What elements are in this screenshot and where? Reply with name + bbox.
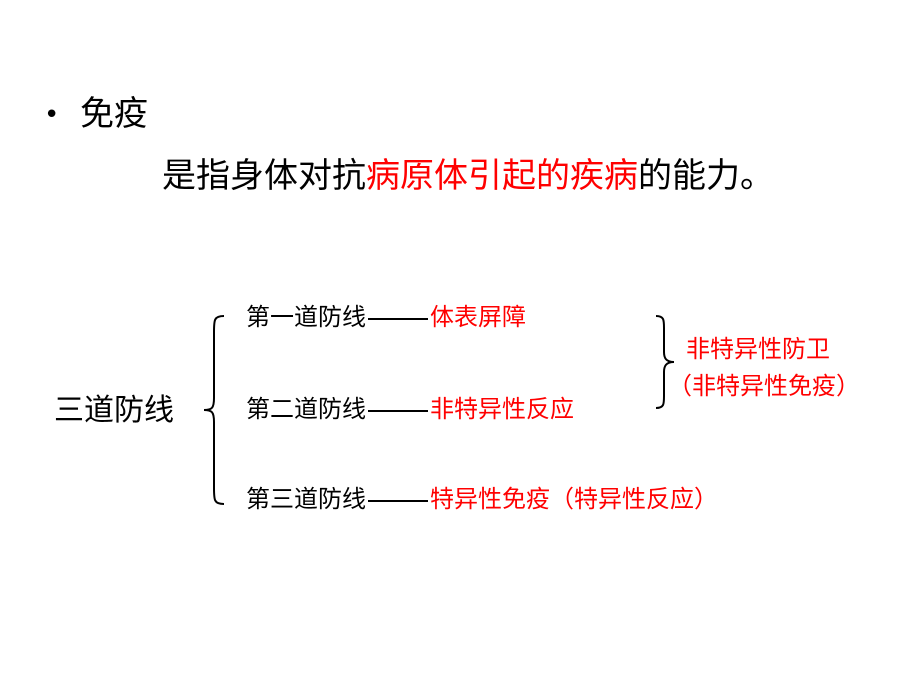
first-line-row: 第一道防线 体表屏障: [246, 300, 526, 334]
dash-connector: [368, 410, 428, 412]
definition-prefix: 是指身体对抗: [162, 156, 366, 196]
first-line-desc: 体表屏障: [430, 303, 526, 331]
third-line-name: 第三道防线: [246, 485, 366, 513]
second-line-row: 第二道防线 非特异性反应: [246, 392, 574, 426]
definition-suffix: 的能力。: [638, 156, 774, 196]
non-specific-immunity-label: （非特异性免疫）: [668, 372, 860, 400]
topic-title: 免疫: [80, 94, 148, 134]
three-lines-label: 三道防线: [54, 393, 174, 428]
dash-connector: [368, 318, 428, 320]
definition-sentence: 是指身体对抗病原体引起的疾病的能力。: [162, 154, 774, 198]
third-line-row: 第三道防线 特异性免疫（特异性反应）: [246, 482, 718, 516]
first-line-name: 第一道防线: [246, 303, 366, 331]
dash-connector: [368, 500, 428, 502]
bullet-point: •: [44, 100, 60, 130]
third-line-desc: 特异性免疫（特异性反应）: [430, 485, 718, 513]
right-brace-icon: [655, 315, 675, 409]
non-specific-defense-label: 非特异性防卫: [686, 335, 830, 363]
left-brace-icon: [203, 315, 225, 505]
second-line-desc: 非特异性反应: [430, 395, 574, 423]
second-line-name: 第二道防线: [246, 395, 366, 423]
definition-highlight: 病原体引起的疾病: [366, 156, 638, 196]
